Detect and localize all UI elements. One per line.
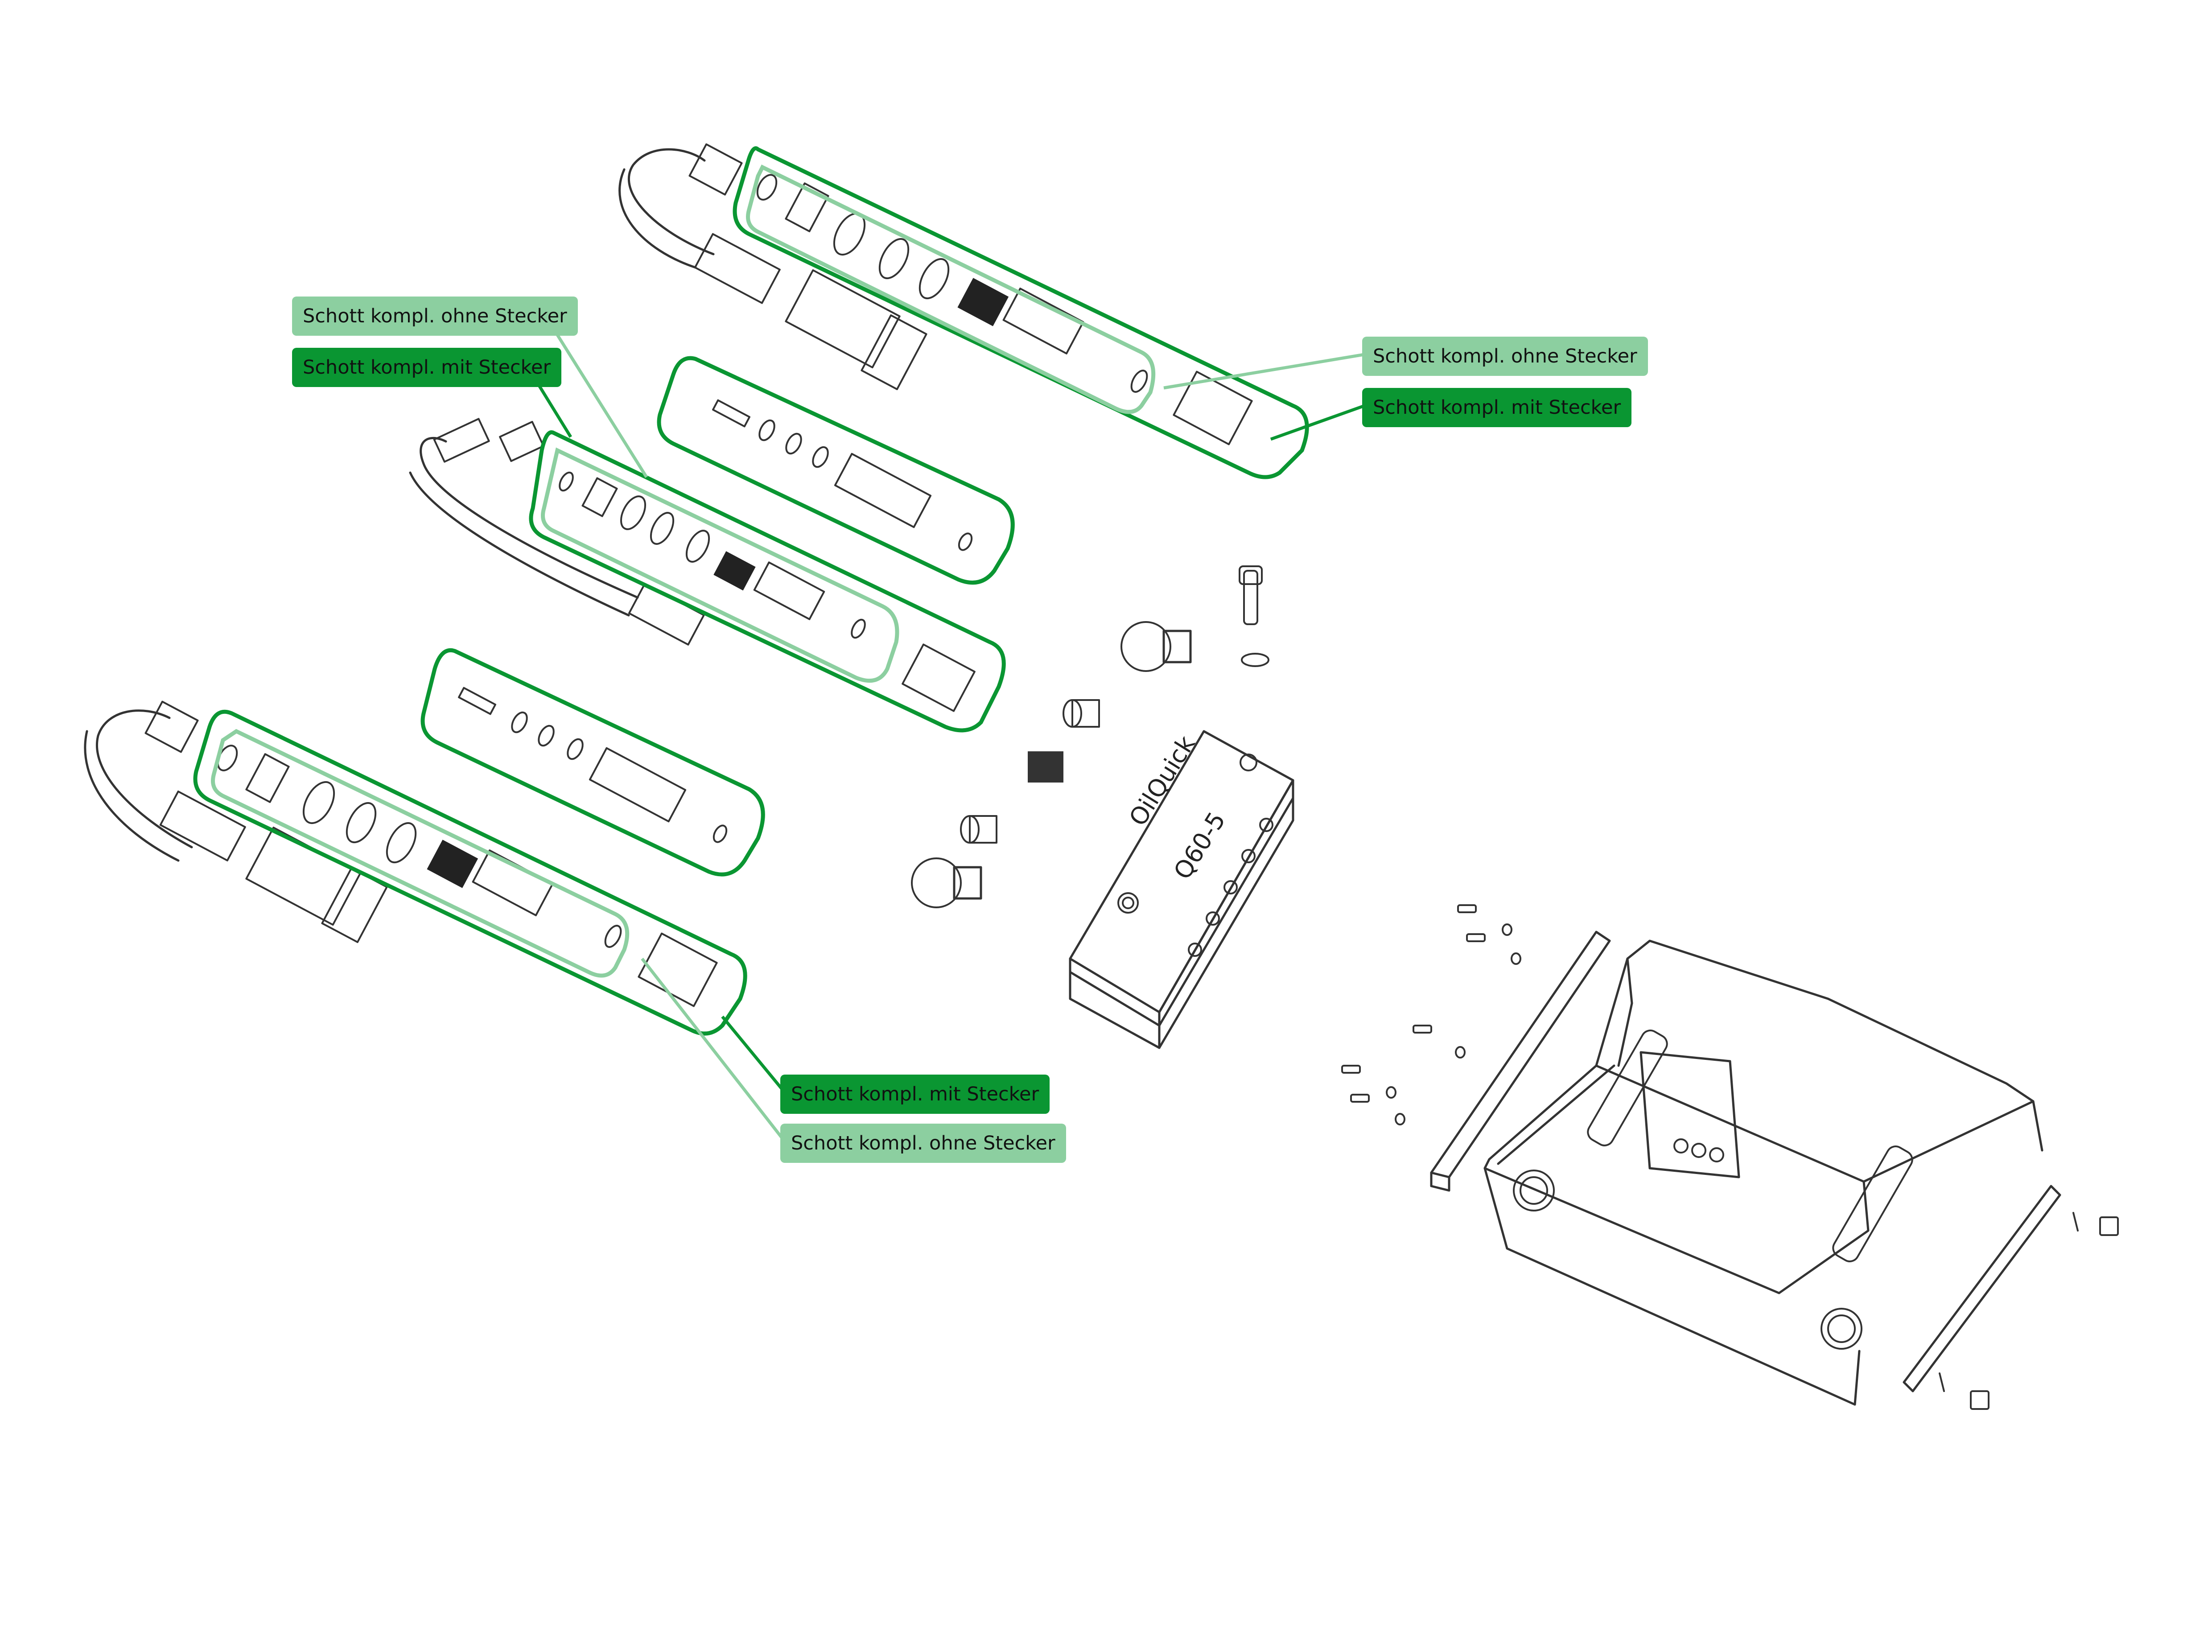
top-assembly [618, 143, 1365, 479]
bottom-callout-boxes [193, 709, 786, 1143]
upper-spare-kit [657, 356, 1015, 585]
bottom-hose [84, 700, 388, 943]
manifold-block [1069, 730, 1294, 1049]
top-callout-boxes [733, 146, 1365, 479]
lower-spare-kit [420, 648, 765, 877]
bottom-parts-row [217, 745, 718, 1007]
label-bottom-with-plug: Schott kompl. mit Stecker [780, 1075, 1050, 1114]
label-mid-without-plug: Schott kompl. ohne Stecker [292, 297, 578, 336]
label-top-with-plug: Schott kompl. mit Stecker [1362, 388, 1632, 427]
small-bolts [1341, 904, 2119, 1410]
top-hose [618, 143, 927, 390]
label-top-without-plug: Schott kompl. ohne Stecker [1362, 337, 1648, 376]
label-bottom-without-plug: Schott kompl. ohne Stecker [780, 1124, 1066, 1163]
middle-parts-row [559, 471, 976, 712]
coupler-frame [1341, 904, 2119, 1410]
top-parts-row [756, 174, 1253, 445]
label-mid-with-plug: Schott kompl. mit Stecker [292, 348, 562, 387]
bottom-assembly [84, 700, 786, 1143]
middle-assembly [409, 327, 1006, 733]
middle-callout-boxes [529, 327, 1006, 733]
fittings-group [911, 565, 1269, 908]
